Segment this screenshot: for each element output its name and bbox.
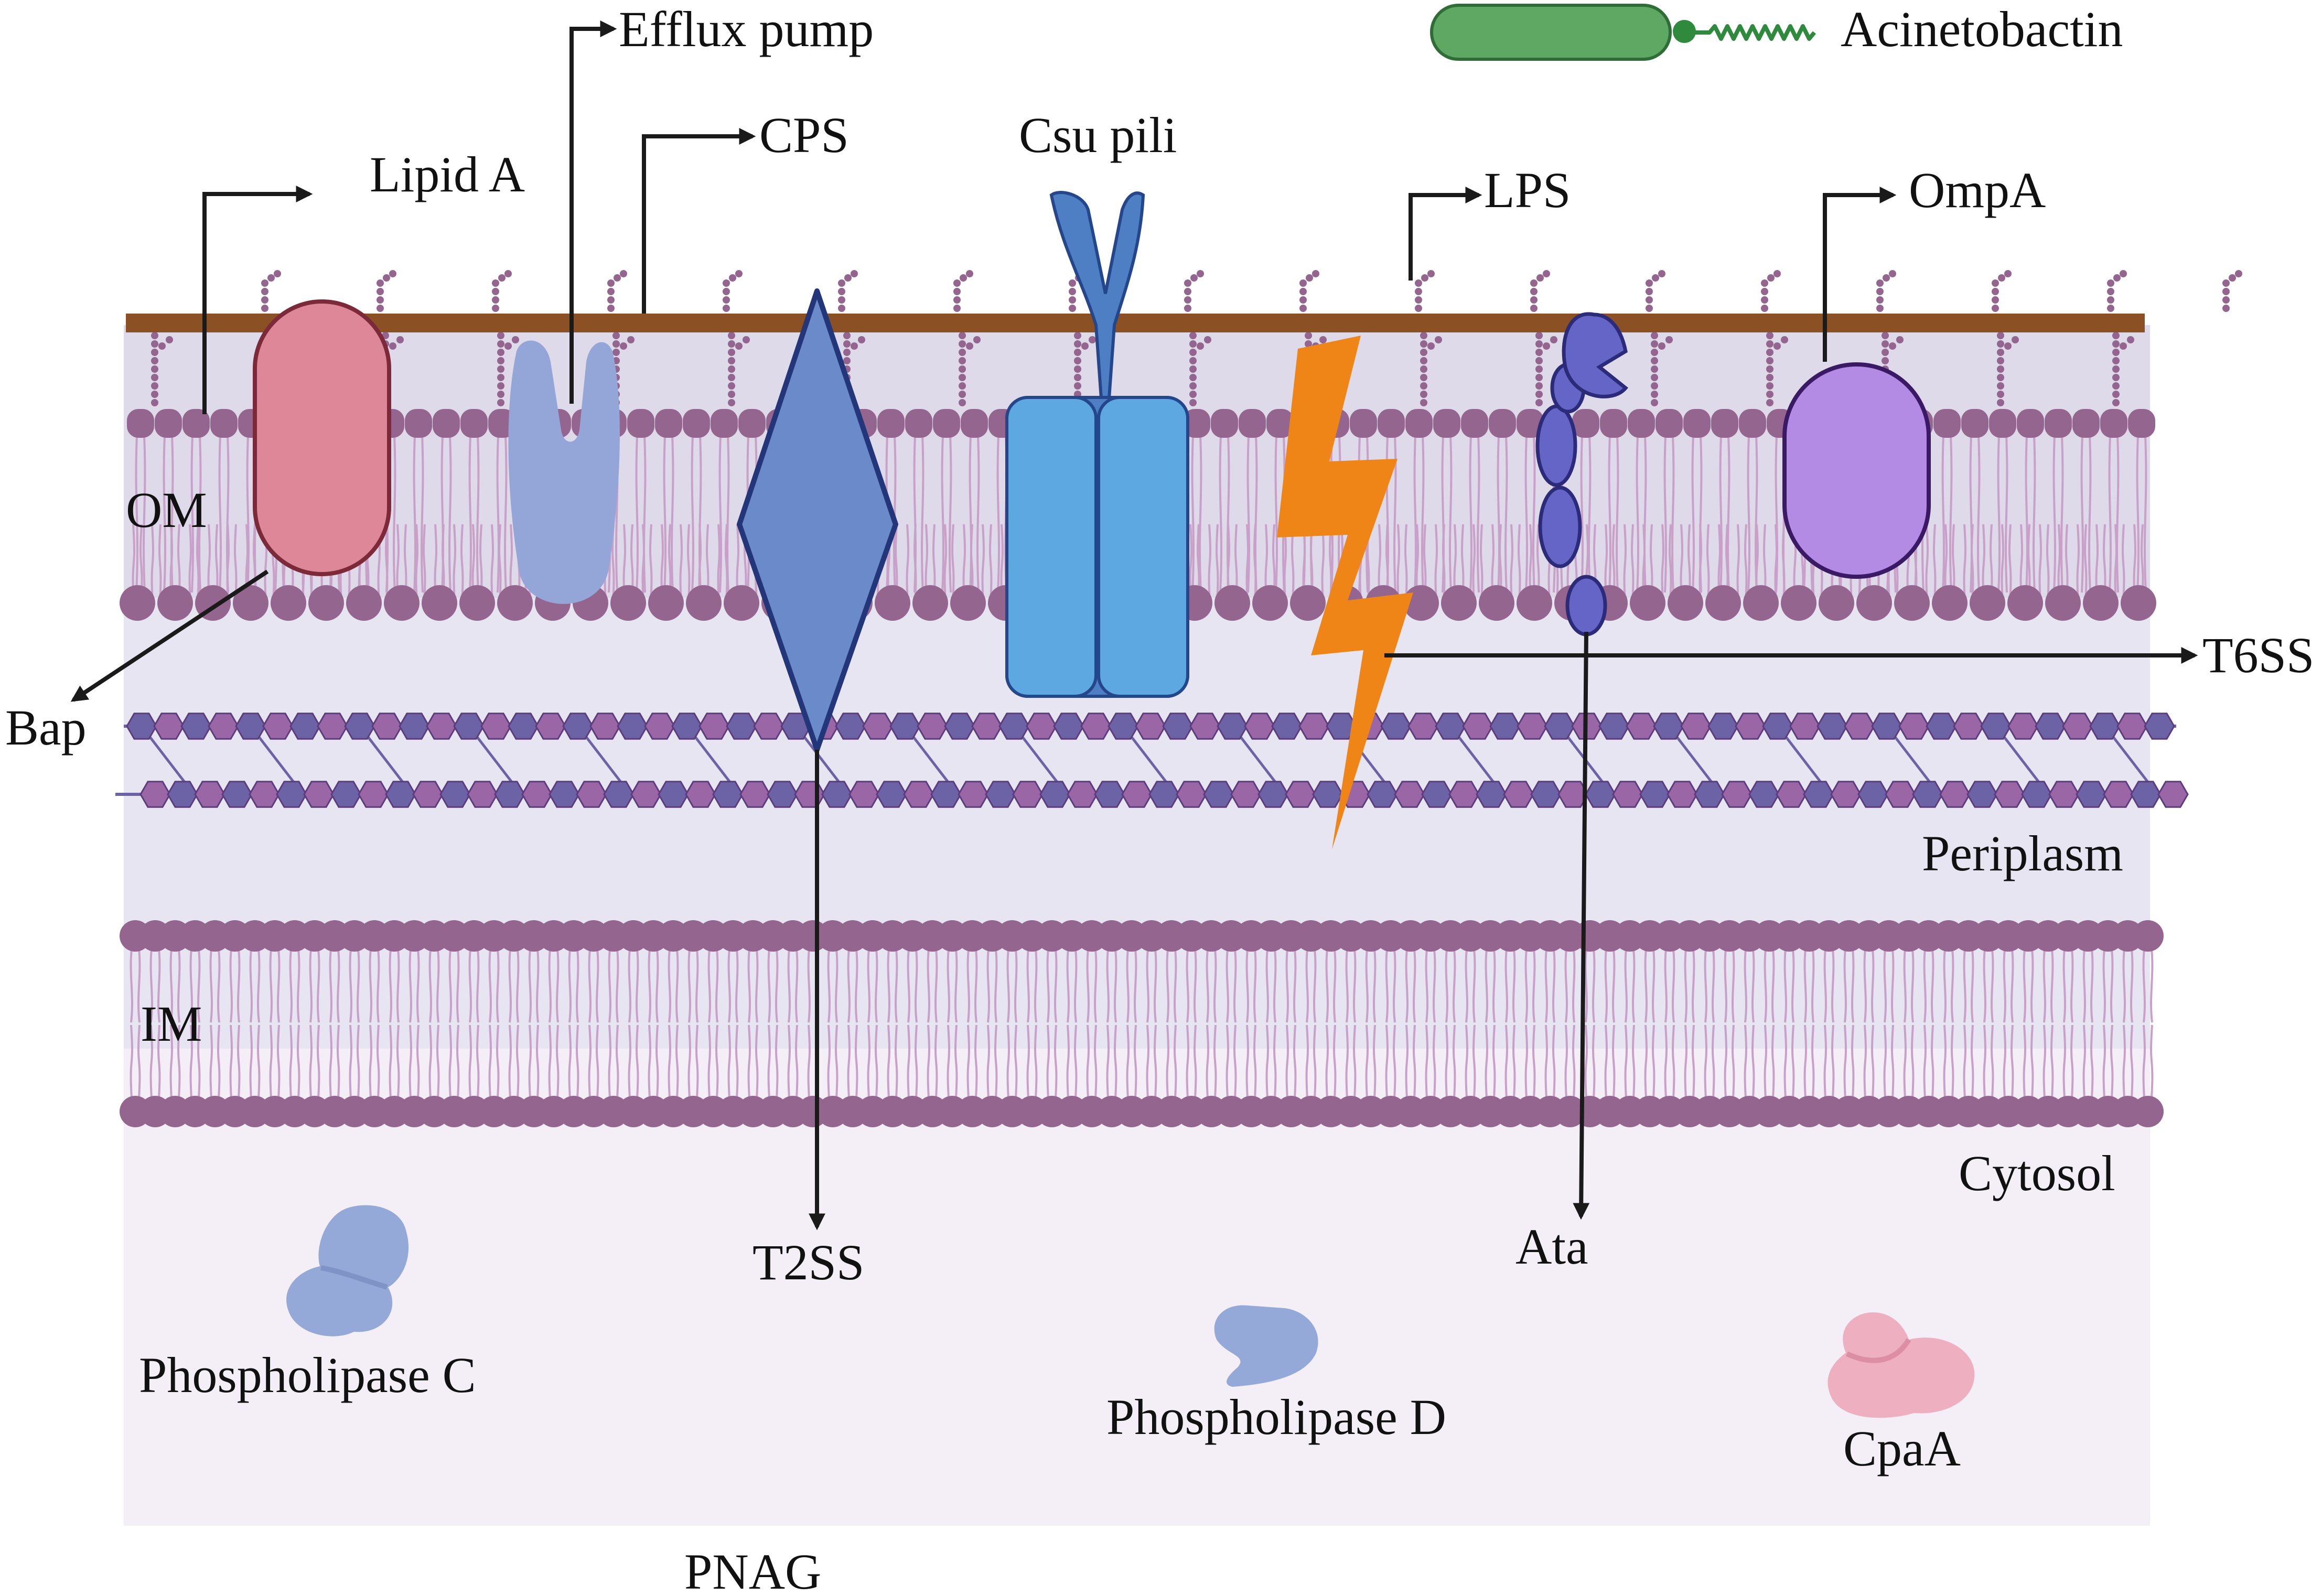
- cpaa-icon: [1828, 1312, 1975, 1418]
- acinetobactin-label: Acinetobactin: [1841, 1, 2123, 57]
- efflux-pump-icon: [508, 340, 620, 604]
- inner-membrane-bottom-leaflet: [120, 1096, 2164, 1127]
- cps-label: CPS: [759, 107, 849, 163]
- phospholipase-c-label: Phospholipase C: [139, 1347, 476, 1403]
- phospholipase-c-icon: [286, 1205, 409, 1336]
- t6ss-label: T6SS: [2202, 627, 2314, 683]
- ata-protein-icon: [1535, 312, 1628, 637]
- cpaa-label: CpaA: [1843, 1420, 1961, 1476]
- inner-membrane-lipid-tails: [130, 948, 2154, 1099]
- bap-label: Bap: [5, 699, 87, 756]
- csu-pili-icon: [1005, 191, 1189, 698]
- lps-label: LPS: [1484, 162, 1571, 218]
- connector-arrows: [70, 20, 2198, 1231]
- bap-protein-icon: [253, 299, 391, 576]
- inner-membrane-top-leaflet: [120, 920, 2164, 952]
- efflux-pump-label: Efflux pump: [619, 1, 874, 57]
- cytosol-region: [124, 1049, 2150, 1526]
- phospholipase-d-label: Phospholipase D: [1106, 1389, 1446, 1445]
- cytosol-label: Cytosol: [1959, 1145, 2115, 1201]
- periplasm-label: Periplasm: [1922, 825, 2123, 881]
- ompa-label: OmpA: [1909, 162, 2046, 218]
- pnag-polymer: [115, 713, 2189, 808]
- om-label: OM: [126, 482, 207, 538]
- im-label: IM: [141, 996, 202, 1052]
- acinetobactin-molecule-icon: [1430, 4, 1816, 61]
- phospholipase-d-icon: [1214, 1305, 1318, 1387]
- csu-pili-label: Csu pili: [1019, 107, 1177, 163]
- lipid-a-label: Lipid A: [370, 146, 525, 202]
- ompa-protein-icon: [1782, 362, 1931, 579]
- ata-label: Ata: [1515, 1218, 1588, 1275]
- t6ss-lightning-icon: [1277, 336, 1413, 849]
- t2ss-label: T2SS: [752, 1234, 864, 1290]
- pnag-label: PNAG: [684, 1544, 821, 1596]
